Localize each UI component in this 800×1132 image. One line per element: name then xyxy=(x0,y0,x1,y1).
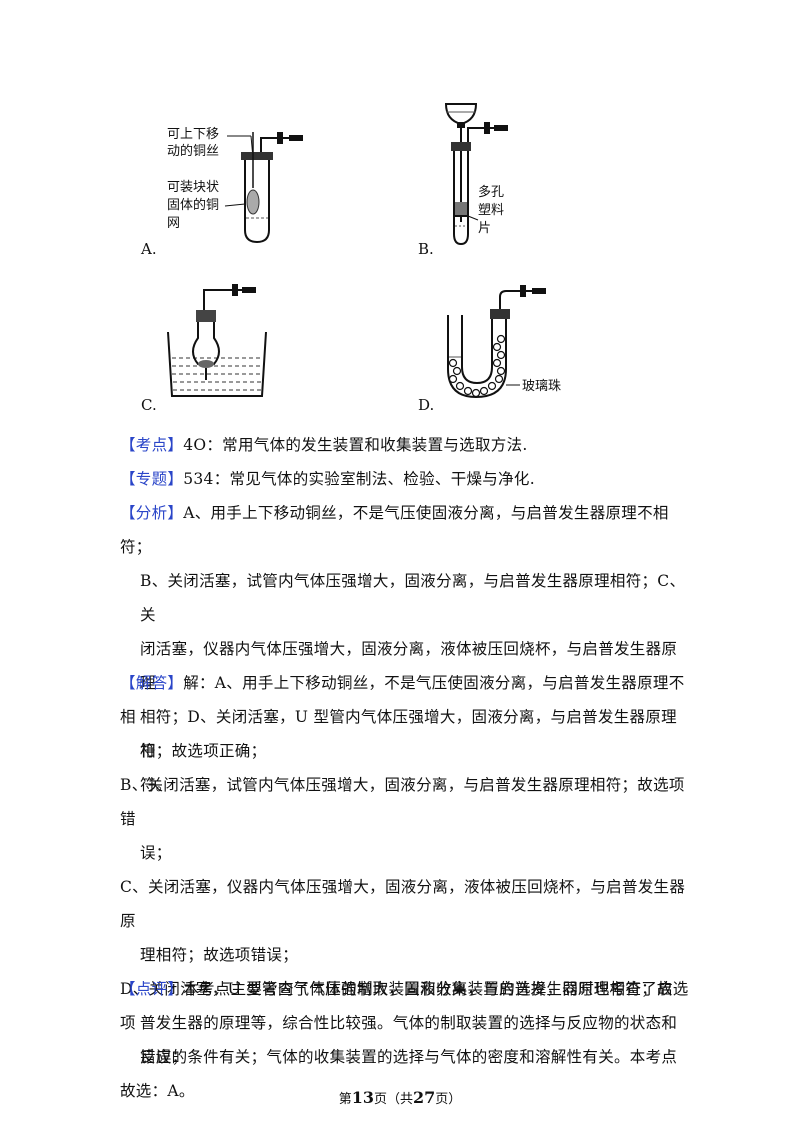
figure-a-label-wire-2: 动的铜丝 xyxy=(167,143,219,159)
dianping-line: 反应的条件有关；气体的收集装置的选择与气体的密度和溶解性有关。本考点 xyxy=(140,1048,678,1066)
zhuanti-tag: 【专题】 xyxy=(120,470,184,488)
jieda-line: 错误； xyxy=(140,1048,188,1066)
kaodian-text: 4O：常用气体的发生装置和收集装置与选取方法. xyxy=(183,436,528,454)
kaodian-section: 【考点】4O：常用气体的发生装置和收集装置与选取方法. xyxy=(120,428,528,462)
dianping-line: 本考点主要考查了气体的制取装置和收集装置的选择，同时也考查了启 xyxy=(183,980,674,998)
figure-c-option: C. xyxy=(141,396,157,414)
dianping-line: 普发生器的原理等，综合性比较强。气体的制取装置的选择与反应物的状态和 xyxy=(140,1014,678,1032)
zhuanti-section: 【专题】534：常见气体的实验室制法、检验、干燥与净化. xyxy=(120,462,535,496)
figure-a-option: A. xyxy=(141,240,157,258)
page-footer: 第13页（共27页） xyxy=(0,1088,800,1107)
footer-page-number: 13 xyxy=(351,1088,374,1107)
fenxi-line: 闭活塞，仪器内气体压强增大，固液分离，液体被压回烧杯，与启普发生器原理 xyxy=(140,640,678,692)
figure-a-label-mesh-2: 固体的铜 xyxy=(167,197,219,213)
jieda-section: 【解答】解：A、用手上下移动铜丝，不是气压使固液分离，与启普发生器原理不相 符；… xyxy=(120,666,690,1108)
zhuanti-text: 534：常见气体的实验室制法、检验、干燥与净化. xyxy=(183,470,535,488)
footer-suffix: 页） xyxy=(435,1092,462,1107)
jieda-line: D、关闭活塞，U 型管内气体压强增大，固液分离，与启普发生器原理相符；故选项 xyxy=(120,980,689,1032)
figure-b-label-plate-3: 片 xyxy=(478,221,491,236)
jieda-line: 理相符；故选项错误； xyxy=(140,946,299,964)
footer-middle: 页（共 xyxy=(373,1092,413,1107)
figure-d-label-beads: 玻璃珠 xyxy=(522,379,561,394)
figure-b-label-plate-2: 塑料 xyxy=(478,203,504,218)
figure-a-label-mesh-3: 网 xyxy=(167,216,180,231)
jieda-line: 误； xyxy=(140,844,172,862)
fenxi-line: 符。 xyxy=(140,776,172,794)
figure-c-apparatus xyxy=(162,280,272,405)
fenxi-line: 相符；D、关闭活塞，U 型管内气体压强增大，固液分离，与启普发生器原理相 xyxy=(140,708,677,760)
fenxi-line: A、用手上下移动铜丝，不是气压使固液分离，与启普发生器原理不相符； xyxy=(120,504,669,556)
dianping-section: 【点评】本考点主要考查了气体的制取装置和收集装置的选择，同时也考查了启 普发生器… xyxy=(120,972,690,1074)
jieda-line: B、关闭活塞，试管内气体压强增大，固液分离，与启普发生器原理相符；故选项错 xyxy=(120,776,685,828)
footer-total-pages: 27 xyxy=(413,1088,436,1107)
figure-b-option: B. xyxy=(418,240,434,258)
figure-b-label-plate-1: 多孔 xyxy=(478,184,504,200)
figure-a-label-mesh-1: 可装块状 xyxy=(167,180,219,195)
fenxi-line: B、关闭活塞，试管内气体压强增大，固液分离，与启普发生器原理相符；C、关 xyxy=(140,572,686,624)
jieda-line: 故选：A。 xyxy=(120,1082,195,1100)
figure-a-label-wire-1: 可上下移 xyxy=(167,127,219,142)
jieda-line: C、关闭活塞，仪器内气体压强增大，固液分离，液体被压回烧杯，与启普发生器原 xyxy=(120,878,686,930)
dianping-tag: 【点评】 xyxy=(120,980,184,998)
figure-d-option: D. xyxy=(418,396,435,414)
figure-b-apparatus: 多孔 塑料 片 xyxy=(440,98,550,248)
figure-a-apparatus: 可上下移 动的铜丝 可装块状 固体的铜 网 xyxy=(165,118,305,250)
footer-prefix: 第 xyxy=(338,1092,352,1107)
fenxi-tag: 【分析】 xyxy=(120,504,184,522)
fenxi-section: 【分析】A、用手上下移动铜丝，不是气压使固液分离，与启普发生器原理不相符； B、… xyxy=(120,496,690,802)
figure-d-apparatus: 玻璃珠 xyxy=(440,285,580,405)
kaodian-tag: 【考点】 xyxy=(120,436,184,454)
jieda-line: 解：A、用手上下移动铜丝，不是气压使固液分离，与启普发生器原理不相 xyxy=(120,674,685,726)
jieda-tag: 【解答】 xyxy=(120,674,184,692)
jieda-line: 符；故选项正确； xyxy=(140,742,267,760)
